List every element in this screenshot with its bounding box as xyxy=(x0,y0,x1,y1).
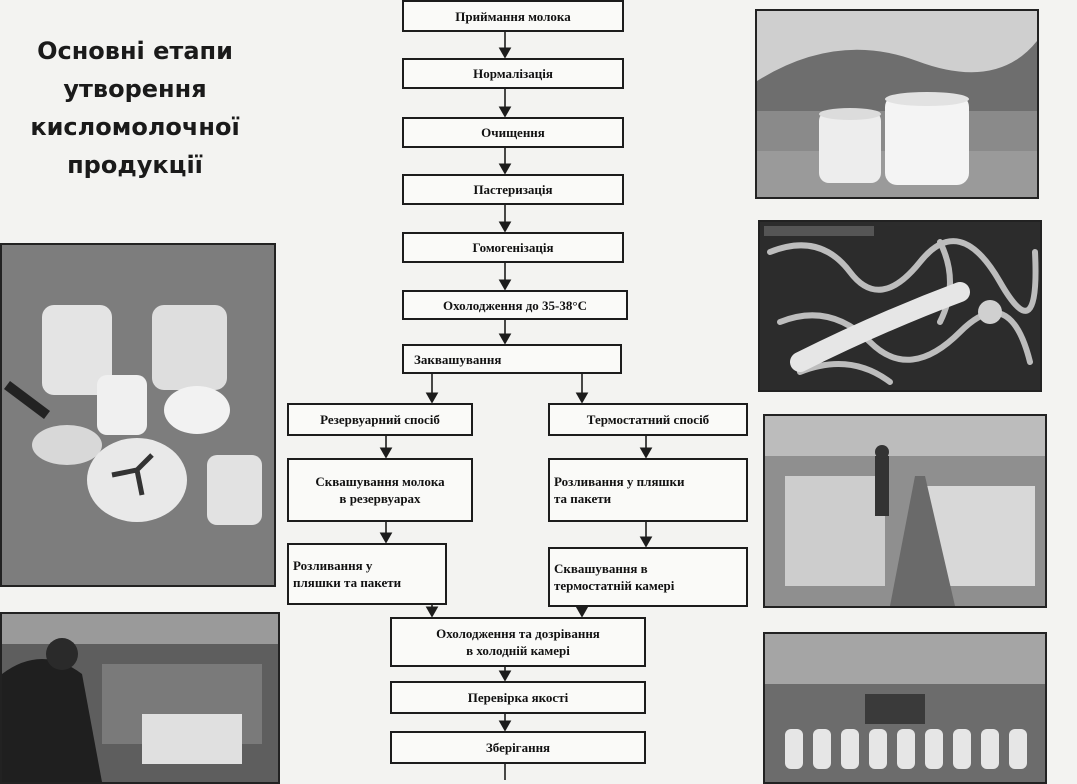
step-normalization: Нормалізація xyxy=(402,58,624,89)
step-reservoir-bottling: Розливання у пляшки та пакети xyxy=(287,543,447,605)
page-title: Основні етапи утворення кисломолочної пр… xyxy=(10,32,260,184)
step-label: Приймання молока xyxy=(455,8,571,24)
milk-jugs-icon xyxy=(757,11,1037,197)
step-label: Сквашування молока xyxy=(315,474,445,489)
step-quality-check: Перевірка якості xyxy=(390,681,646,714)
step-label: Розливання у xyxy=(293,558,373,573)
step-cooling: Охолодження до 35-38°С xyxy=(402,290,628,320)
step-pasteurization: Пастеризація xyxy=(402,174,624,205)
factory-worker-icon xyxy=(2,614,278,782)
step-label: Резервуарний спосіб xyxy=(320,412,440,427)
step-thermo-bottling: Розливання у пляшки та пакети xyxy=(548,458,748,522)
step-label: Сквашування в xyxy=(554,561,648,576)
bacteria-micrograph-icon xyxy=(760,222,1040,390)
step-label: Пастеризація xyxy=(473,182,553,197)
title-line: продукції xyxy=(67,151,203,179)
dairy-workshop-icon xyxy=(765,416,1045,606)
milk-jugs-photo xyxy=(755,9,1039,199)
bottling-line-photo xyxy=(763,632,1047,784)
step-label: Нормалізація xyxy=(473,66,553,81)
step-label: пляшки та пакети xyxy=(293,575,402,590)
step-label: Охолодження до 35-38°С xyxy=(443,297,587,313)
dairy-products-photo xyxy=(0,243,276,587)
step-storage: Зберігання xyxy=(390,731,646,764)
step-homogenization: Гомогенізація xyxy=(402,232,624,263)
title-line: кисломолочної xyxy=(30,113,240,141)
step-fermentation: Заквашування xyxy=(402,344,622,374)
step-label: Перевірка якості xyxy=(467,690,569,705)
bottling-line-icon xyxy=(765,634,1045,782)
bacteria-micrograph-photo xyxy=(758,220,1042,392)
step-label: Очищення xyxy=(481,125,545,140)
step-label: Зберігання xyxy=(485,740,551,755)
factory-worker-photo xyxy=(0,612,280,784)
step-label: та пакети xyxy=(554,491,612,506)
step-cleaning: Очищення xyxy=(402,117,624,148)
title-line: утворення xyxy=(63,75,207,103)
dairy-workshop-photo xyxy=(763,414,1047,608)
step-label: в резервуарах xyxy=(339,491,421,506)
dairy-products-icon xyxy=(2,245,274,585)
step-label: в холодній камері xyxy=(466,643,570,658)
step-label: Заквашування xyxy=(414,351,502,367)
step-label: Гомогенізація xyxy=(472,240,554,255)
step-cooling-maturation: Охолодження та дозрівання в холодній кам… xyxy=(390,617,646,667)
step-reservoir-souring: Сквашування молока в резервуарах xyxy=(287,458,473,522)
step-thermo-souring: Сквашування в термостатній камері xyxy=(548,547,748,607)
step-label: Охолодження та дозрівання xyxy=(436,626,600,641)
step-label: термостатній камері xyxy=(554,578,675,593)
step-label: Термостатний спосіб xyxy=(586,412,710,427)
step-thermostat-method: Термостатний спосіб xyxy=(548,403,748,436)
title-line: Основні етапи xyxy=(37,37,233,65)
step-receiving: Приймання молока xyxy=(402,0,624,32)
step-reservoir-method: Резервуарний спосіб xyxy=(287,403,473,436)
step-label: Розливання у пляшки xyxy=(554,474,685,489)
